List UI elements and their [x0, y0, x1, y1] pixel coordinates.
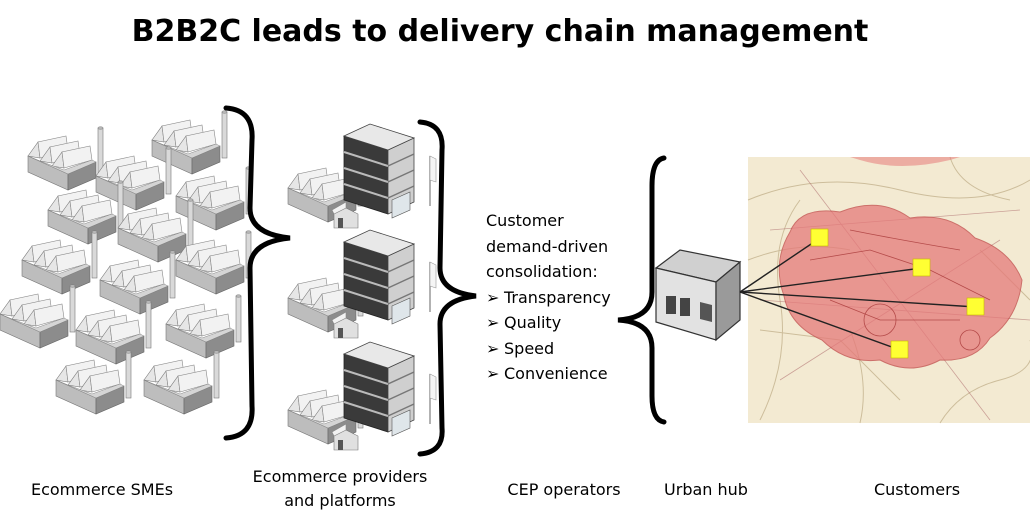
- sme-factories: [0, 110, 252, 415]
- consolidation-line-3: consolidation:: [486, 262, 598, 281]
- arrow-bullet-icon: ➢: [486, 338, 500, 358]
- customer-marker: [890, 340, 909, 359]
- label-providers-line-2: and platforms: [284, 491, 396, 510]
- customer-marker: [810, 228, 829, 247]
- label-customers: Customers: [873, 480, 961, 499]
- consolidation-item: ➢Transparency: [486, 285, 611, 311]
- bracket-smes: [223, 105, 291, 441]
- consolidation-text: Customer demand-driven consolidation: ➢T…: [486, 208, 611, 387]
- customer-map: [739, 156, 1030, 424]
- consolidation-line-2: demand-driven: [486, 236, 609, 256]
- arrow-bullet-icon: ➢: [486, 364, 500, 383]
- label-ecommerce-smes: Ecommerce SMEs: [30, 480, 174, 499]
- customer-marker: [966, 297, 985, 316]
- bracket-providers: [417, 119, 477, 457]
- arrow-bullet-icon: ➢: [486, 287, 500, 307]
- bracket-cep: [617, 155, 667, 425]
- label-providers-line-1: Ecommerce providers: [252, 467, 428, 486]
- label-urban-hub: Urban hub: [664, 480, 748, 499]
- consolidation-line-1: Customer: [486, 211, 564, 230]
- consolidation-item: ➢Convenience: [486, 361, 611, 387]
- arrow-bullet-icon: ➢: [486, 313, 500, 332]
- label-cep-operators: CEP operators: [507, 480, 621, 499]
- provider-buildings: [287, 123, 437, 451]
- customer-marker: [912, 258, 931, 277]
- consolidation-item: ➢Speed: [486, 336, 611, 362]
- consolidation-item: ➢Quality: [486, 310, 611, 336]
- urban-hub-building: [654, 249, 742, 342]
- diagram-title: B2B2C leads to delivery chain management: [131, 14, 869, 49]
- label-ecommerce-providers: Ecommerce providers and platforms: [236, 465, 444, 513]
